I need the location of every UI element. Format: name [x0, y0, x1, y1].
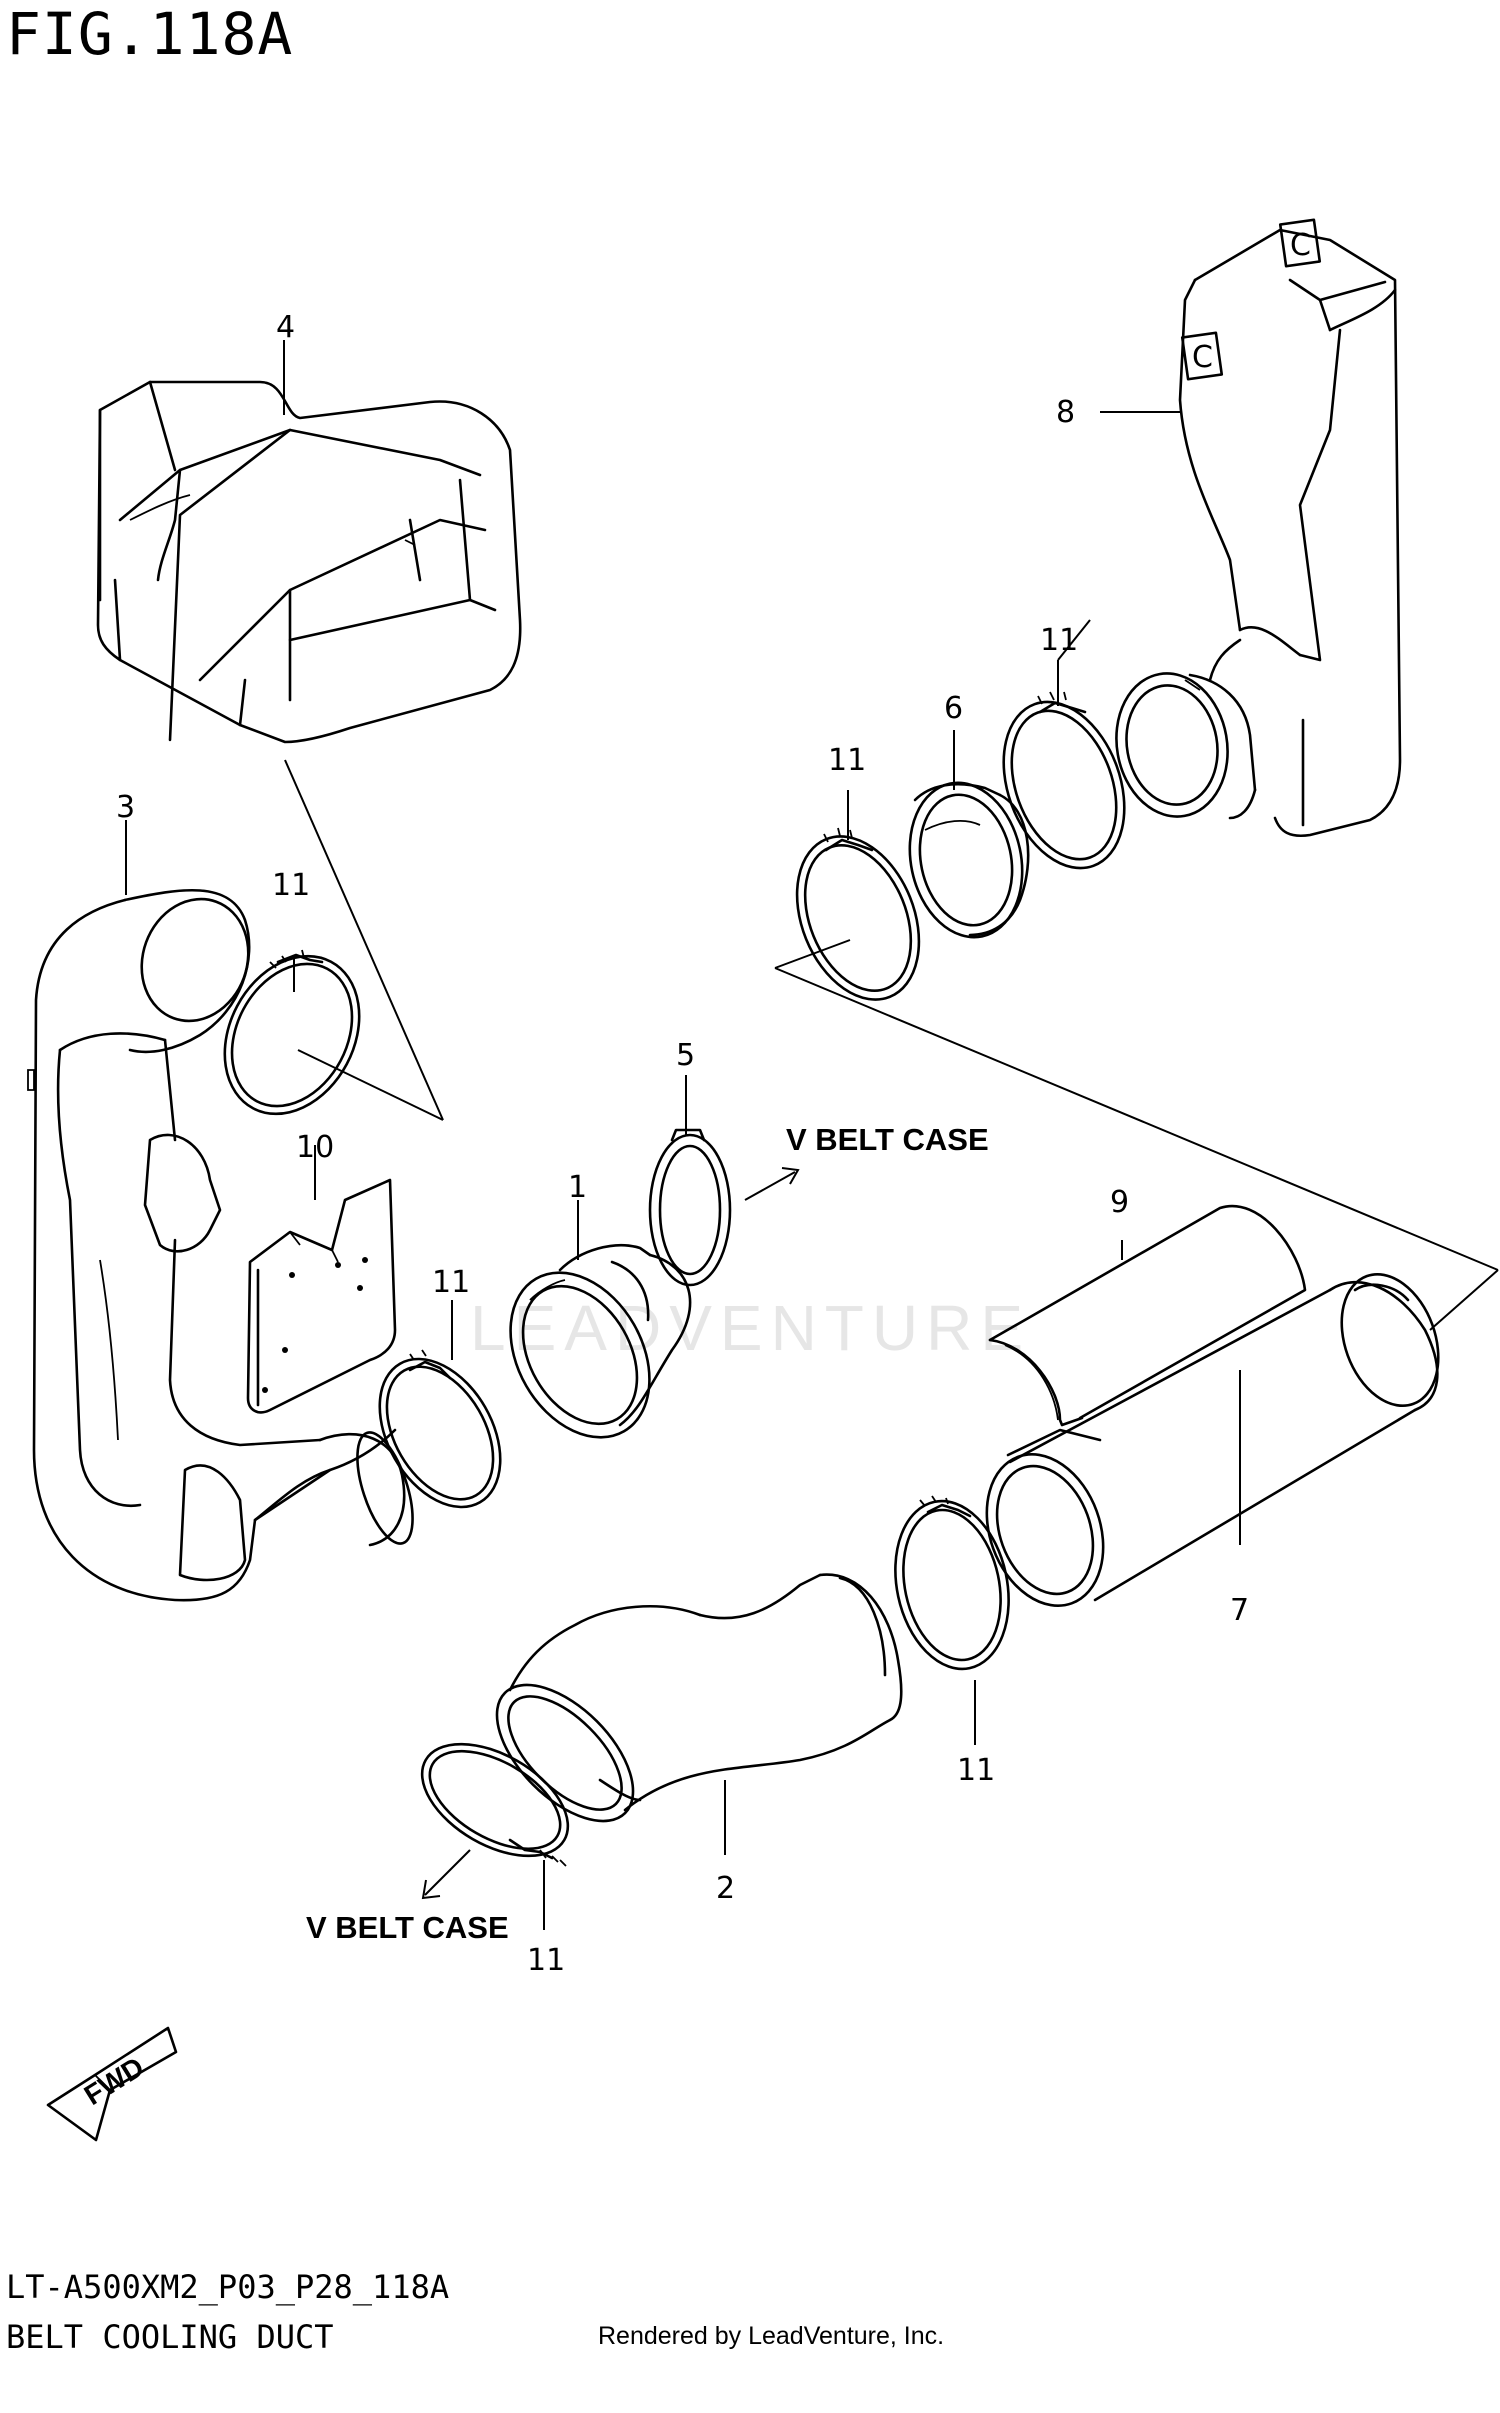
fwd-label: FWD	[79, 2051, 150, 2111]
callout-11-e: 11	[957, 1753, 995, 1788]
clamp-11-a	[223, 949, 361, 1116]
clamp-11-c	[795, 827, 921, 1001]
callout-11-a: 11	[272, 868, 310, 903]
callout-11-b: 11	[432, 1265, 470, 1300]
part-2-lower-duct	[495, 1573, 903, 1823]
watermark: LEADVENTURE	[470, 1292, 1031, 1364]
explode-lines	[284, 759, 1499, 1331]
part-1-connector	[509, 1243, 692, 1439]
part-9-sleeve	[988, 1204, 1307, 1427]
figure-title: FIG.118A	[6, 0, 294, 68]
clamp-11-f	[420, 1742, 570, 1867]
callout-7: 7	[1230, 1593, 1249, 1628]
label-lower-v-belt-case: V BELT CASE	[306, 1910, 509, 1945]
connector-c-top: C	[1290, 228, 1311, 263]
fwd-arrow-icon: FWD	[46, 2026, 178, 2142]
arrow-lower-v-belt-case	[421, 1849, 471, 1900]
part-6-hose	[908, 781, 1030, 939]
callout-6: 6	[944, 691, 963, 726]
part-4-cover	[96, 380, 522, 744]
label-upper-v-belt-case: V BELT CASE	[786, 1122, 989, 1157]
model-code: LT-A500XM2_P03_P28_118A	[6, 2268, 450, 2306]
part-8-upper-duct: C C	[1115, 218, 1402, 838]
rendered-by-credit: Rendered by LeadVenture, Inc.	[598, 2322, 945, 2350]
part-10-pad	[246, 1178, 397, 1414]
arrow-upper-v-belt-case	[744, 1167, 800, 1201]
connector-c-side: C	[1192, 340, 1213, 375]
figure-description: BELT COOLING DUCT	[6, 2318, 334, 2356]
callout-3: 3	[116, 790, 135, 825]
callout-1: 1	[568, 1170, 587, 1205]
part-7-tube	[985, 1272, 1440, 1607]
callout-11-f: 11	[527, 1943, 565, 1978]
callout-9: 9	[1110, 1185, 1129, 1220]
callout-11-d: 11	[1040, 623, 1078, 658]
part-3-main-duct	[27, 888, 414, 1602]
leader-lines	[125, 340, 1241, 1930]
callout-8: 8	[1056, 395, 1075, 430]
callout-5: 5	[676, 1038, 695, 1073]
clamp-11-e	[894, 1495, 1010, 1671]
part-5-seal-ring	[648, 1128, 732, 1287]
callout-4: 4	[276, 310, 295, 345]
callout-2: 2	[716, 1871, 735, 1906]
clamp-11-b	[378, 1349, 502, 1509]
clamp-11-d	[1002, 691, 1126, 870]
callout-10: 10	[296, 1130, 334, 1165]
callout-11-c: 11	[828, 743, 866, 778]
